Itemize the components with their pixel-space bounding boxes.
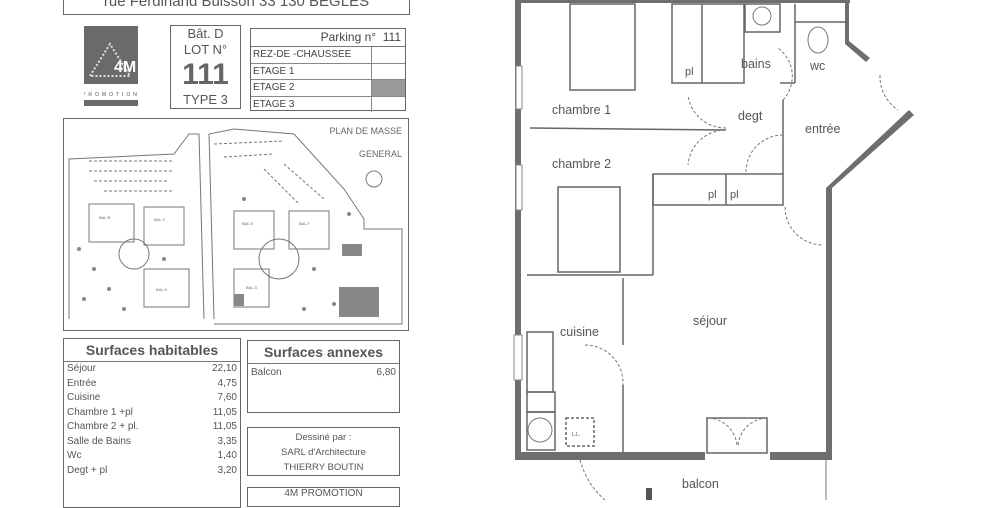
text: 11,05 <box>212 421 237 432</box>
lot-number: 111 <box>182 58 229 91</box>
closet-label: pl <box>708 189 717 201</box>
table-title: Surfaces habitables <box>64 339 240 362</box>
parking-number: 111 <box>382 30 401 44</box>
wall-bottom <box>515 452 705 460</box>
room-label-chambre-2: chambre 2 <box>552 157 611 171</box>
closet-label: pl <box>685 66 694 78</box>
room-label-degt: degt <box>738 109 763 123</box>
table-row: Chambre 2 + pl. 11,05 <box>64 420 240 435</box>
building-label: BAL C <box>154 217 166 222</box>
wall-diagonal <box>845 41 870 62</box>
level-row: ETAGE 3 <box>251 96 405 112</box>
site-plan-title: GENERAL <box>359 149 402 159</box>
text: Entrée <box>67 377 97 389</box>
svg-text:4M: 4M <box>114 59 136 76</box>
building-label: BAL E <box>242 221 254 226</box>
text: 3,35 <box>217 435 237 447</box>
table-row: Balcon 6,80 <box>248 364 399 381</box>
table-row: Degt + pl 3,20 <box>64 464 240 479</box>
parking-table: Parking n° 111 REZ-DE -CHAUSSEE ETAGE 1 … <box>250 28 406 112</box>
parking-label: Parking n° <box>320 30 377 44</box>
building-label: BAL D <box>246 285 258 290</box>
wall-right <box>826 188 832 460</box>
building-label: BAL B <box>99 215 111 220</box>
address-header: rue Ferdinand Buisson 33 130 BEGLES <box>63 0 410 15</box>
text: Cuisine <box>67 392 101 403</box>
designer-label: Dessiné par : <box>295 432 352 443</box>
address-text: rue Ferdinand Buisson 33 130 BEGLES <box>103 0 370 10</box>
level-marker-selected <box>372 80 405 96</box>
text: 22,10 <box>211 363 237 374</box>
room-label-cuisine: cuisine <box>560 325 599 339</box>
designer-firm: SARL d'Architecture <box>281 447 366 458</box>
building-label: BAL F <box>299 221 311 226</box>
designer-name: THIERRY BOUTIN <box>283 462 364 473</box>
wall-diagonal <box>826 110 914 188</box>
text: 11,05 <box>212 406 237 418</box>
level-label: ETAGE 1 <box>251 63 372 79</box>
parking-header: Parking n° 111 <box>251 29 405 47</box>
wall-top <box>515 0 850 3</box>
text: Wc <box>67 450 82 461</box>
designer-box: Dessiné par : SARL d'Architecture THIERR… <box>247 427 400 476</box>
table-row: Séjour 22,10 <box>64 362 240 377</box>
text: Séjour <box>67 363 96 374</box>
site-plan: BAL B BAL C BAL A BAL E BAL F BAL D PLAN… <box>63 118 409 331</box>
site-plan-title: PLAN DE MASSE <box>329 126 402 136</box>
building-label: BAL A <box>156 287 167 292</box>
text: Degt + pl <box>67 464 108 476</box>
surfaces-annexes-table: Surfaces annexes Balcon 6,80 <box>247 340 400 413</box>
table-row: Entrée 4,75 <box>64 377 240 392</box>
closet-label: pl <box>730 189 739 201</box>
lot-info: Bât. D LOT N° 111 TYPE 3 <box>170 25 241 109</box>
table-row: Cuisine 7,60 <box>64 391 240 406</box>
lot-label: LOT N° <box>183 42 228 57</box>
wall-bottom <box>770 452 832 460</box>
apartment-type: TYPE 3 <box>183 92 228 107</box>
table-row: Wc 1,40 <box>64 449 240 464</box>
room-label-wc: wc <box>809 59 825 73</box>
svg-text:PROMOTION: PROMOTION <box>84 92 138 98</box>
level-label: REZ-DE -CHAUSSEE <box>251 47 372 63</box>
promoter-name: 4M PROMOTION <box>284 488 363 499</box>
level-row: ETAGE 1 <box>251 63 405 80</box>
text: Chambre 2 + pl. <box>67 421 139 432</box>
level-row: ETAGE 2 <box>251 80 405 97</box>
text: Balcon <box>251 367 282 378</box>
table-row: Salle de Bains 3,35 <box>64 435 240 450</box>
building-label: Bât. D <box>187 26 224 41</box>
wall-left <box>515 0 521 460</box>
washer-label: L.L. <box>572 432 580 438</box>
level-label: ETAGE 2 <box>251 80 372 96</box>
text: 1,40 <box>217 450 237 461</box>
text: Salle de Bains <box>67 435 131 447</box>
room-label-bains: bains <box>741 57 771 71</box>
text: 7,60 <box>217 392 237 403</box>
text: 3,20 <box>217 464 237 476</box>
promoter-logo: 4M PROMOTION <box>82 26 138 106</box>
table-title: Surfaces annexes <box>248 341 399 364</box>
surfaces-habitables-table: Surfaces habitables Séjour 22,10 Entrée 4,… <box>63 338 241 508</box>
text: 6,80 <box>376 367 396 378</box>
table-row: Chambre 1 +pl 11,05 <box>64 406 240 421</box>
room-label-sejour: séjour <box>693 314 727 328</box>
text: 4,75 <box>217 377 237 389</box>
level-row: REZ-DE -CHAUSSEE <box>251 47 405 64</box>
level-label: ETAGE 3 <box>251 96 372 112</box>
text: Chambre 1 +pl <box>67 406 133 418</box>
room-label-balcon: balcon <box>682 477 719 491</box>
room-label-chambre-1: chambre 1 <box>552 103 611 117</box>
room-label-entree: entrée <box>805 122 840 136</box>
